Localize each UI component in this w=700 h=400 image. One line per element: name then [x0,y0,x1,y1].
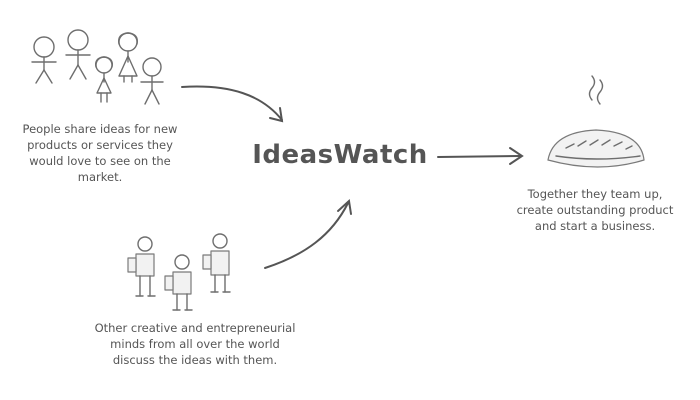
step-team-up-text: Together they team up, create outstandin… [516,187,674,233]
people-sketch-icon [31,29,164,105]
arrow-people-to-brand [181,85,284,123]
arrow-brand-to-business [437,147,524,165]
brand-title: IdeasWatch [252,140,428,170]
entrepreneurs-sketch-icon [127,233,231,311]
arrow-entrepreneurs-to-brand [264,199,352,269]
bread-loaf-icon [547,129,645,168]
step-share-ideas-text: People share ideas for new products or s… [22,122,178,184]
steam-icon [588,75,604,105]
step-discuss-text: Other creative and entrepreneurial minds… [94,321,296,367]
